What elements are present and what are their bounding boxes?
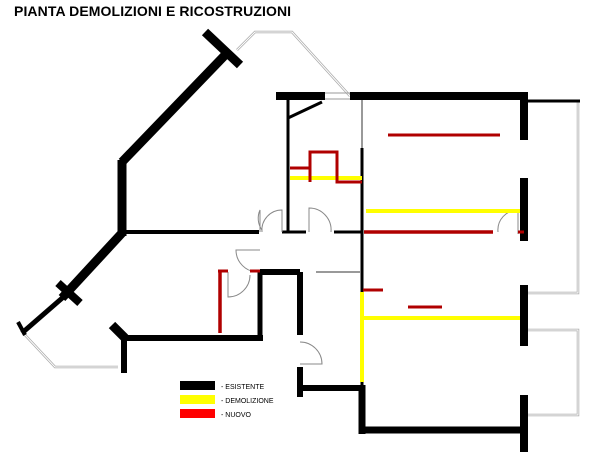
legend-label-demolition: - DEMOLIZIONE <box>221 398 274 405</box>
window-frames <box>24 30 580 417</box>
existing-walls <box>16 28 580 452</box>
door-icon <box>257 209 263 232</box>
demolition-walls <box>290 176 520 382</box>
legend-swatch-existing <box>180 381 215 390</box>
legend: - ESISTENTE - DEMOLIZIONE - NUOVO <box>180 381 274 419</box>
new-walls <box>218 133 524 333</box>
legend-label-existing: - ESISTENTE <box>221 384 265 391</box>
plan-title: PIANTA DEMOLIZIONI E RICOSTRUZIONI <box>14 3 292 19</box>
legend-swatch-new <box>180 409 215 418</box>
light-partitions <box>316 92 363 273</box>
legend-label-new: - NUOVO <box>221 412 252 419</box>
window-frames-inner <box>24 31 579 416</box>
legend-swatch-demolition <box>180 395 215 404</box>
